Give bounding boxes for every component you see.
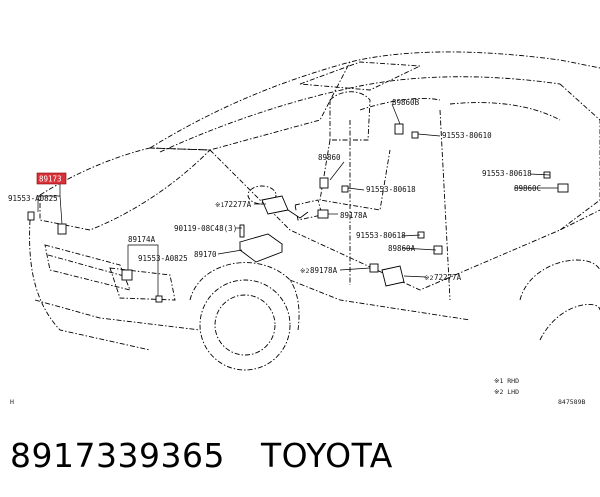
front-sensor-lower-part — [121, 269, 133, 281]
callout-label: 91553-A0825 — [8, 194, 58, 203]
floor-bracket — [381, 265, 405, 287]
rear-sensor — [557, 183, 569, 193]
footer: 8917339365 TOYOTA — [10, 430, 590, 480]
callout-label: 89174A — [128, 235, 156, 244]
brand-name: TOYOTA — [260, 435, 393, 475]
upper-sensor — [394, 123, 404, 135]
callout-label: 89860 — [318, 153, 341, 162]
floor-sensor — [369, 263, 379, 273]
bolt-center — [239, 224, 245, 238]
part-number: 8917339365 — [10, 435, 225, 475]
callout-label: 89178A — [310, 266, 338, 275]
callout-label: 91553-A0825 — [138, 254, 188, 263]
leader-lines — [37, 103, 558, 296]
mark-label: ※2 — [424, 274, 433, 282]
mark-label: ※2 — [300, 267, 309, 275]
parts-diagram: 89173 89860B 91553-80610 89860 91553-806… — [8, 51, 600, 406]
callout-label: 91553-80618 — [356, 231, 406, 240]
callout-label: 90119-08C48(3) — [174, 224, 237, 233]
bolt-part — [27, 211, 35, 221]
bracket-upper — [261, 195, 289, 215]
pillar-sensor — [319, 177, 329, 189]
callout-label: 89170 — [194, 250, 217, 259]
callout-label: 89860A — [388, 244, 416, 253]
callout-labels: 89860B 91553-80610 89860 91553-80618 915… — [8, 98, 541, 282]
side-sensor-part — [317, 209, 329, 219]
legend-rhd: ※1 RHD — [494, 377, 519, 385]
callout-label: 89860C — [514, 184, 541, 193]
corner-mark: H — [10, 398, 14, 406]
callout-label: 72277A — [224, 200, 252, 209]
callout-label: 89178A — [340, 211, 368, 220]
car-outline — [29, 51, 600, 371]
highlight-callout-box — [36, 172, 67, 185]
callout-label: 91553-80618 — [482, 169, 532, 178]
callout-label: 91553-80618 — [366, 185, 416, 194]
mark-label: ※1 — [215, 201, 224, 209]
legend-lhd: ※2 LHD — [494, 388, 519, 396]
parts — [27, 123, 569, 303]
callout-label: 89860B — [392, 98, 420, 107]
front-sensor-part — [57, 223, 67, 235]
pillar-bolt — [341, 185, 349, 193]
callout-label: 91553-80610 — [442, 131, 492, 140]
highlight-callout-label: 89173 — [39, 175, 62, 184]
bolt-lower-part — [155, 295, 163, 303]
drawing-id: 847589B — [558, 398, 585, 406]
upper-bolt — [411, 131, 419, 139]
callout-label: 72277A — [434, 273, 462, 282]
